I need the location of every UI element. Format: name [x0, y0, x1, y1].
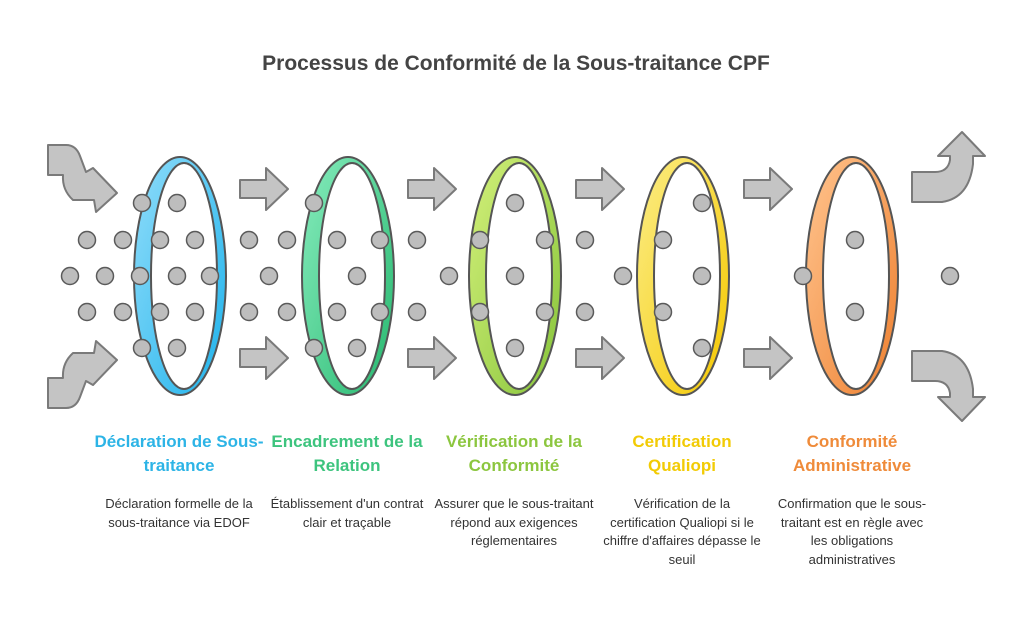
particle-dot-icon [470, 230, 490, 250]
particle-dot-icon [692, 338, 712, 358]
arrow-right-icon [575, 167, 625, 211]
particle-dot-icon [327, 230, 347, 250]
particle-dot-icon [167, 266, 187, 286]
particle-dot-icon [167, 338, 187, 358]
particle-dot-icon [407, 230, 427, 250]
step-title-declaration: Déclaration de Sous-traitance [94, 432, 264, 475]
particle-dot-icon [130, 266, 150, 286]
curved-arrow-out-icon [911, 131, 986, 203]
particle-dot-icon [692, 193, 712, 213]
curved-arrow-in-icon [47, 144, 118, 213]
particle-dot-icon [653, 302, 673, 322]
particle-dot-icon [793, 266, 813, 286]
particle-dot-icon [200, 266, 220, 286]
particle-dot-icon [370, 302, 390, 322]
step-description-declaration: Déclaration formelle de la sous-traitanc… [105, 496, 253, 530]
arrow-right-icon [575, 336, 625, 380]
particle-dot-icon [505, 193, 525, 213]
step-description-verification: Assurer que le sous-traitant répond aux … [434, 496, 594, 548]
particle-dot-icon [77, 302, 97, 322]
arrow-right-icon [743, 336, 793, 380]
arrow-right-icon [743, 167, 793, 211]
step-title-verification: Vérification de la Conformité [445, 432, 583, 475]
particle-dot-icon [692, 266, 712, 286]
particle-dot-icon [239, 230, 259, 250]
particle-dot-icon [575, 302, 595, 322]
arrow-right-icon [239, 336, 289, 380]
ring-filter-icon [636, 156, 730, 396]
step-title-conformite: Conformité Administrative [792, 432, 912, 475]
particle-dot-icon [470, 302, 490, 322]
particle-dot-icon [304, 193, 324, 213]
particle-dot-icon [167, 193, 187, 213]
particle-dot-icon [439, 266, 459, 286]
curved-arrow-in-icon [47, 340, 118, 409]
particle-dot-icon [150, 230, 170, 250]
particle-dot-icon [327, 302, 347, 322]
particle-dot-icon [505, 338, 525, 358]
particle-dot-icon [150, 302, 170, 322]
step-description-encadrement: Établissement d'un contrat clair et traç… [270, 496, 424, 530]
arrow-right-icon [239, 167, 289, 211]
particle-dot-icon [277, 230, 297, 250]
arrow-right-icon [407, 167, 457, 211]
step-description-conformite: Confirmation que le sous-traitant est en… [777, 496, 927, 567]
particle-dot-icon [347, 338, 367, 358]
particle-dot-icon [575, 230, 595, 250]
particle-dot-icon [535, 302, 555, 322]
particle-dot-icon [185, 302, 205, 322]
particle-dot-icon [77, 230, 97, 250]
particle-dot-icon [347, 266, 367, 286]
particle-dot-icon [95, 266, 115, 286]
arrow-right-icon [407, 336, 457, 380]
particle-dot-icon [653, 230, 673, 250]
particle-dot-icon [60, 266, 80, 286]
particle-dot-icon [132, 338, 152, 358]
particle-dot-icon [113, 230, 133, 250]
particle-dot-icon [845, 230, 865, 250]
particle-dot-icon [613, 266, 633, 286]
step-title-encadrement: Encadrement de la Relation [271, 432, 423, 475]
particle-dot-icon [185, 230, 205, 250]
particle-dot-icon [132, 193, 152, 213]
particle-dot-icon [113, 302, 133, 322]
particle-dot-icon [259, 266, 279, 286]
particle-dot-icon [535, 230, 555, 250]
particle-dot-icon [505, 266, 525, 286]
step-description-certification: Vérification de la certification Qualiop… [603, 496, 761, 567]
ring-filter-icon [805, 156, 899, 396]
diagram-title: Processus de Conformité de la Sous-trait… [262, 52, 770, 75]
particle-dot-icon [277, 302, 297, 322]
step-title-certification: Certification Qualiopi [632, 432, 732, 475]
particle-dot-icon [940, 266, 960, 286]
particle-dot-icon [239, 302, 259, 322]
particle-dot-icon [845, 302, 865, 322]
particle-dot-icon [407, 302, 427, 322]
particle-dot-icon [304, 338, 324, 358]
particle-dot-icon [370, 230, 390, 250]
curved-arrow-out-icon [911, 350, 986, 422]
